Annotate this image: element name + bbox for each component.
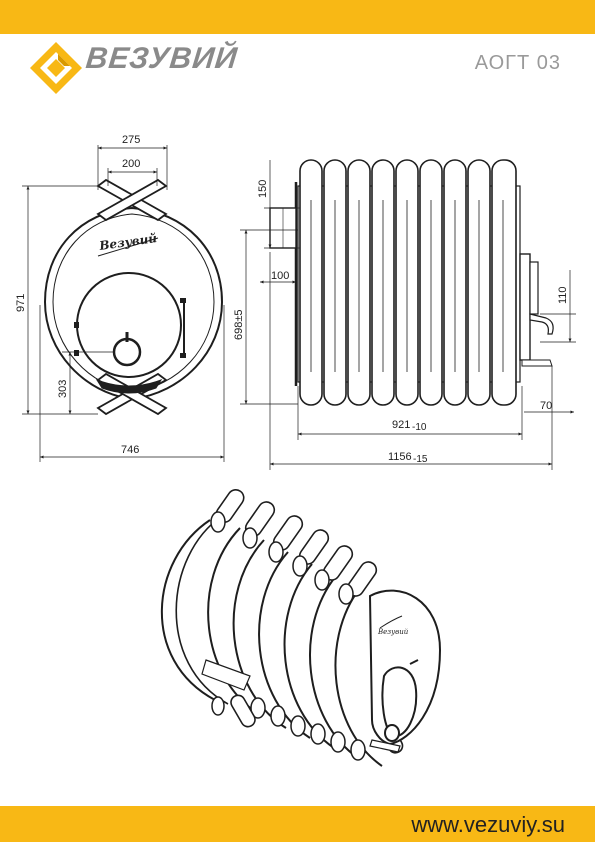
brand-logo-icon [30,42,82,94]
model-code: АОГТ 03 [474,52,561,74]
dim-side-total-length-tol: -15 [413,454,428,465]
side-door-box [519,253,531,361]
dim-front-height-total: 971 [15,294,27,312]
dim-side-chimney-offset: 100 [271,270,289,282]
front-door [76,272,182,378]
footer-website-link[interactable]: www.vezuviy.su [411,812,565,837]
dim-side-chimney-height: 150 [257,180,269,198]
front-door-handle [182,299,185,356]
front-dimensions [22,145,225,462]
front-ash-tray [95,379,163,394]
dim-front-width-total: 746 [121,444,139,456]
side-pipes [299,159,517,406]
dim-side-outlet-height: 110 [557,286,569,304]
dim-side-total-length: 1156 [388,451,412,463]
bottom-accent-band [0,806,595,842]
dim-side-body-length: 921 [392,419,410,431]
dim-side-outlet-depth: 70 [540,400,552,412]
side-view [269,159,554,406]
front-nameplate: Везувий [97,231,158,253]
dim-side-body-height: 698±5 [233,309,245,340]
isometric-view: Везувий [160,489,442,767]
front-door-air-damper [112,337,142,367]
dim-side-body-length-tol: -10 [412,422,427,433]
dim-front-width-top-outer: 275 [122,134,140,146]
dim-front-width-top-inner: 200 [122,158,140,170]
side-foot [521,359,553,367]
iso-door [381,666,418,738]
side-dimensions [240,160,576,470]
top-accent-band [0,0,595,34]
side-door-handle [529,313,554,335]
front-view [43,178,224,416]
dim-front-height-door: 303 [57,380,69,398]
front-top-pipe-right [96,178,168,222]
iso-nameplate: Везувий [377,628,409,636]
